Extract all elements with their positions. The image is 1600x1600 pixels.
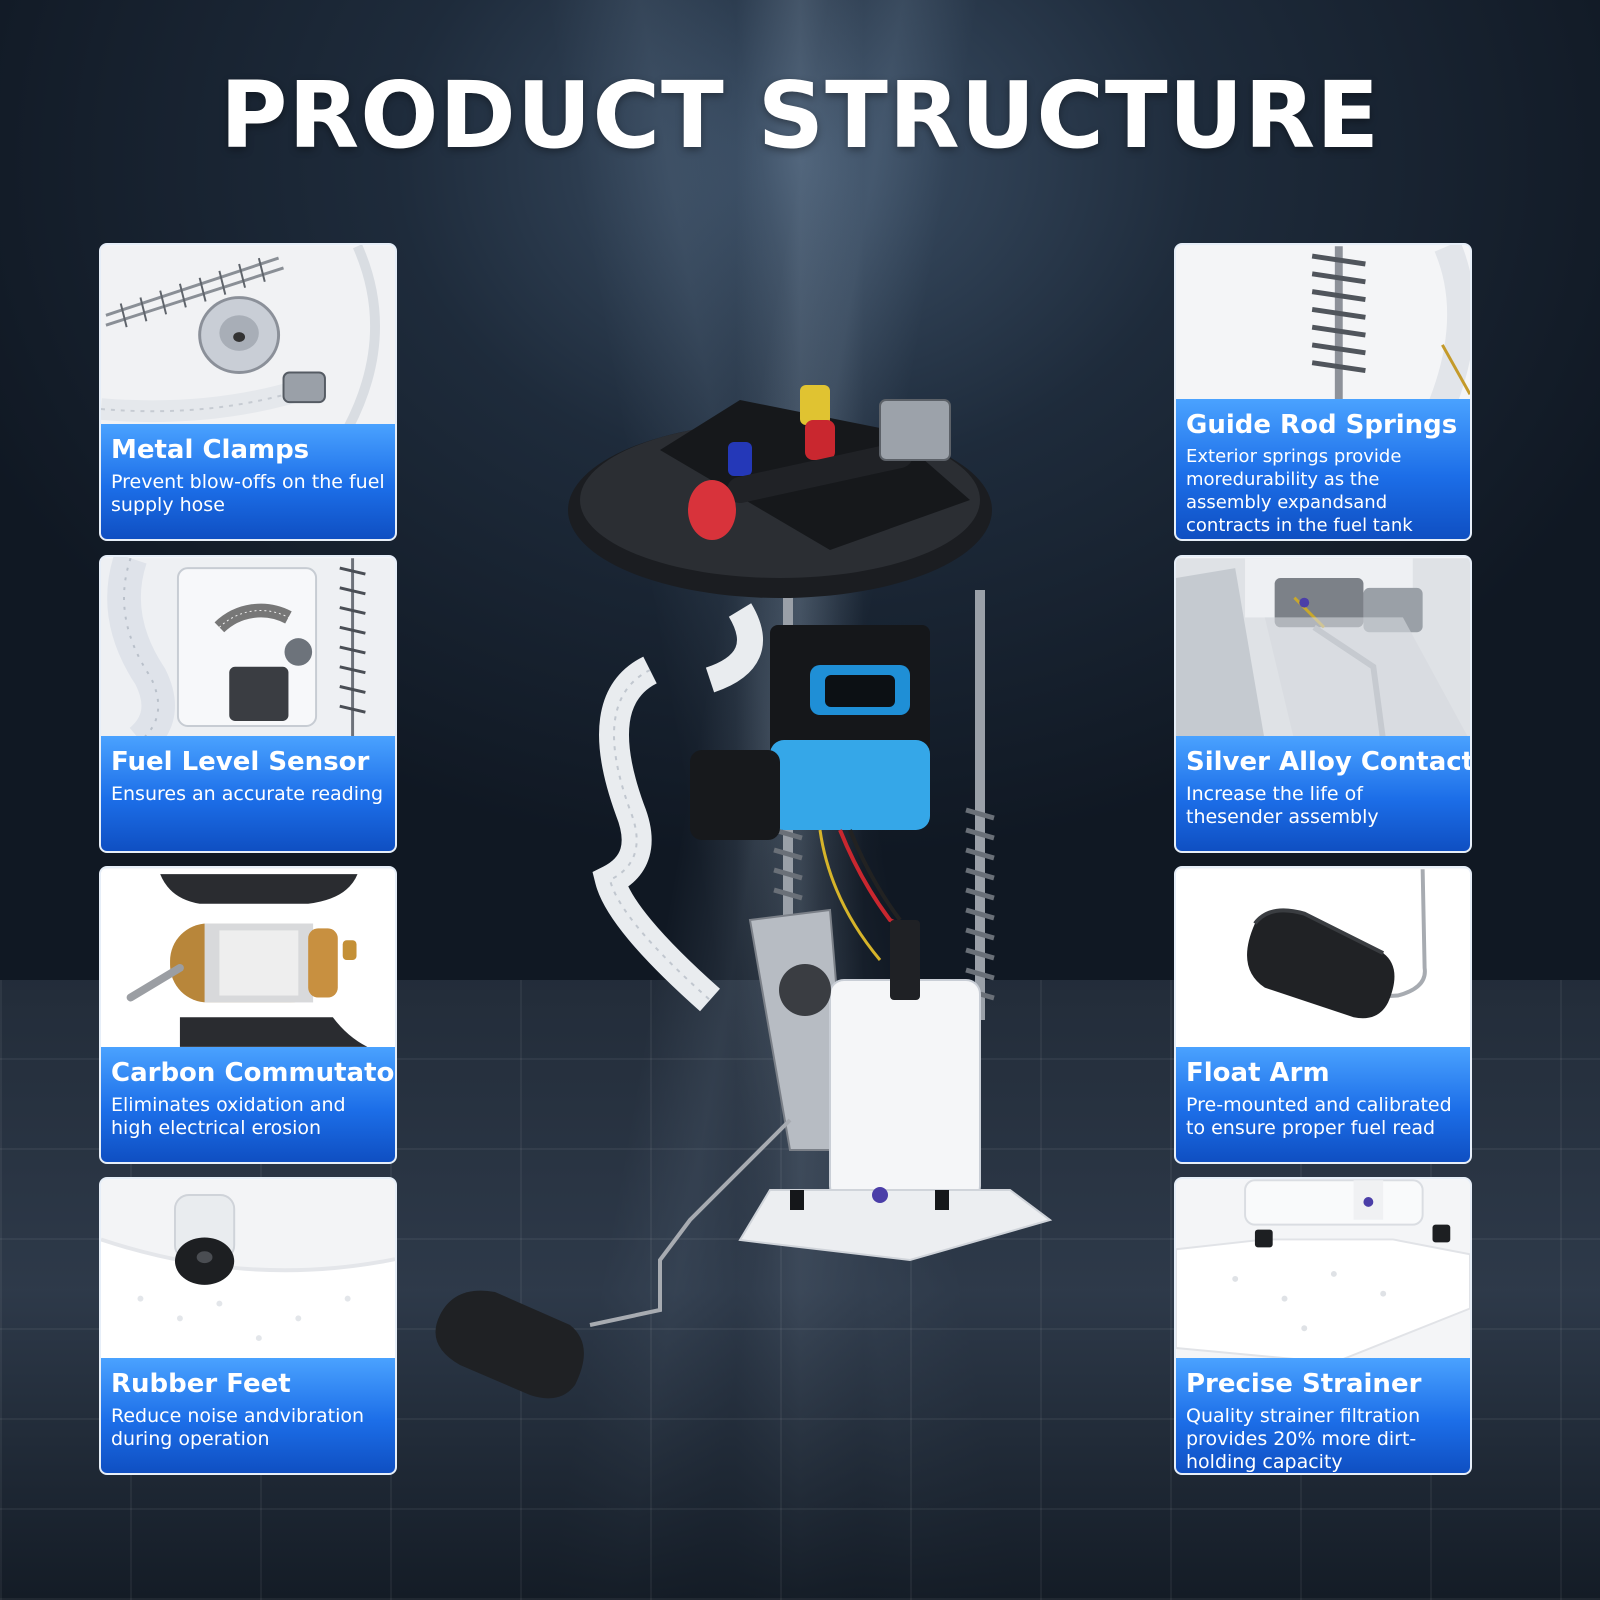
fuel-filter [690,750,780,840]
rubber-foot-icon [101,1180,395,1363]
feature-card-rubber-feet: Rubber Feet Reduce noise andvibration du… [99,1177,397,1475]
commutator-icon [101,869,395,1052]
feature-label: Rubber Feet Reduce noise andvibration du… [101,1358,395,1473]
feature-card-float-arm: Float Arm Pre-mounted and calibrated to … [1174,866,1472,1164]
feature-title: Fuel Level Sensor [111,747,370,777]
fuel-pump-assembly-image [435,385,1053,1399]
feature-title: Silver Alloy Contacts [1186,747,1472,777]
feature-card-guide-rod-springs: Guide Rod Springs Exterior springs provi… [1174,243,1472,541]
feature-label: Precise Strainer Quality strainer filtra… [1176,1358,1470,1473]
blue-cap [728,442,752,476]
feature-label: Silver Alloy Contacts Increase the life … [1176,736,1470,851]
feature-description: Ensures an accurate reading [111,783,384,805]
rubber-foot-icon [790,1190,804,1210]
spring-icon [1176,245,1470,429]
strainer-icon [1176,1179,1470,1364]
feature-label: Float Arm Pre-mounted and calibrated to … [1176,1047,1470,1162]
red-outlet-cap [688,480,736,540]
feature-description: Reduce noise andvibration during operati… [111,1405,365,1450]
feature-title: Metal Clamps [111,435,310,465]
feature-card-silver-alloy-contacts: Silver Alloy Contacts Increase the life … [1174,555,1472,853]
feature-card-carbon-commutator: Carbon Commutator Eliminates oxidation a… [99,866,397,1164]
feature-description: Eliminates oxidation and high electrical… [111,1094,346,1139]
feature-description: Prevent blow-offs on the fuel supply hos… [111,471,385,516]
feature-label: Carbon Commutator Eliminates oxidation a… [101,1047,395,1162]
feature-title: Rubber Feet [111,1369,291,1399]
yellow-cap [800,385,830,425]
lower-reservoir [829,979,981,1201]
feature-title: Float Arm [1186,1058,1330,1088]
feature-description: Exterior springs provide moredurability … [1186,446,1413,536]
clamp-icon [101,245,395,430]
feature-card-precise-strainer: Precise Strainer Quality strainer filtra… [1174,1177,1472,1475]
feature-label: Metal Clamps Prevent blow-offs on the fu… [101,424,395,539]
feature-label: Guide Rod Springs Exterior springs provi… [1176,399,1470,539]
feature-label: Fuel Level Sensor Ensures an accurate re… [101,736,395,851]
feature-description: Pre-mounted and calibrated to ensure pro… [1186,1094,1452,1139]
page-title: PRODUCT STRUCTURE [219,62,1381,169]
float-icon [435,1290,584,1399]
sensor-icon [101,557,395,742]
feature-card-metal-clamps: Metal Clamps Prevent blow-offs on the fu… [99,243,397,541]
feature-title: Precise Strainer [1186,1369,1422,1399]
feature-description: Quality strainer filtration provides 20%… [1186,1405,1421,1473]
float-arm [589,1118,792,1327]
electrical-connector [879,399,951,461]
strainer [738,1189,1053,1262]
feature-title: Guide Rod Springs [1186,410,1458,440]
float-icon [1176,869,1470,1052]
contact-icon [1176,558,1470,742]
red-cap [805,420,835,460]
feature-description: Increase the life of thesender assembly [1186,783,1379,828]
feature-card-fuel-level-sensor: Fuel Level Sensor Ensures an accurate re… [99,555,397,853]
feature-title: Carbon Commutator [111,1058,397,1088]
